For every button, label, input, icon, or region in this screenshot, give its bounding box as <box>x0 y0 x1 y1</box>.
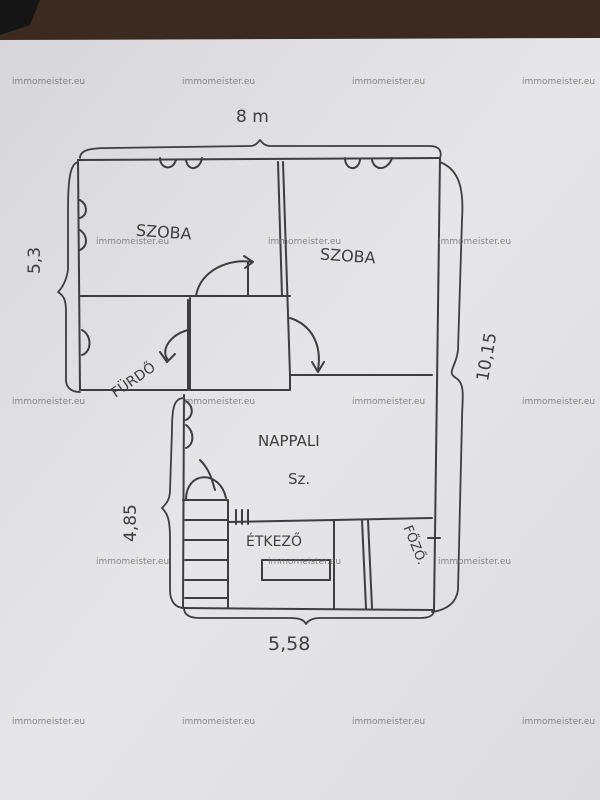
door-arrow-szoba-right <box>311 361 325 373</box>
stairs-outline <box>182 499 229 609</box>
watermark: immomeister.eu <box>438 237 511 247</box>
room-label-nappali-sub: Sz. <box>288 470 310 488</box>
wall-szoba-divider <box>282 161 291 376</box>
door-arrow-bath <box>159 351 176 363</box>
left-dimension-label: 5,3 <box>25 247 45 274</box>
watermark: immomeister.eu <box>182 77 255 87</box>
dining-table <box>261 559 331 581</box>
watermark: immomeister.eu <box>96 237 169 247</box>
watermark: immomeister.eu <box>352 77 425 87</box>
paper-sheet <box>0 38 600 800</box>
watermark: immomeister.eu <box>352 397 425 407</box>
room-label-etkezo: ÉTKEZŐ <box>246 532 302 550</box>
kitchen-wall <box>361 519 373 609</box>
watermark: immomeister.eu <box>12 77 85 87</box>
window-top-right <box>344 157 393 169</box>
wall-top <box>77 157 441 161</box>
watermark-grid: immomeister.eu immomeister.eu immomeiste… <box>12 77 595 727</box>
watermark: immomeister.eu <box>352 717 425 727</box>
watermark: immomeister.eu <box>522 717 595 727</box>
stairs-arrow <box>199 459 216 491</box>
kitchen-counter <box>333 517 433 521</box>
watermark: immomeister.eu <box>12 717 85 727</box>
watermark: immomeister.eu <box>182 397 255 407</box>
door-arc-bath <box>164 329 189 361</box>
wall-lower-left <box>182 394 185 609</box>
watermark: immomeister.eu <box>182 717 255 727</box>
wall-bottom <box>182 607 435 611</box>
bath-fixture <box>81 329 91 356</box>
room-label-szoba-left: SZOBA <box>135 221 192 244</box>
lower-left-dimension-brace <box>161 397 185 609</box>
door-arc-szoba-right <box>289 317 320 371</box>
watermark: immomeister.eu <box>522 397 595 407</box>
window-top-left <box>159 157 203 169</box>
wall-left-upper <box>77 159 81 391</box>
window-lower-left <box>183 399 194 449</box>
lower-left-dimension-label: 4,85 <box>121 504 141 542</box>
left-dimension-brace <box>57 161 81 393</box>
watermark: immomeister.eu <box>268 237 341 247</box>
watermark: immomeister.eu <box>268 557 341 567</box>
wall-szoba-left-right <box>277 161 283 297</box>
room-label-nappali: NAPPALI <box>258 432 320 450</box>
right-dimension-brace <box>431 161 464 613</box>
door-arc-szoba-left <box>195 260 253 297</box>
stairs-steps <box>184 519 229 599</box>
top-dimension-brace <box>79 139 442 159</box>
bottom-dimension-brace <box>183 607 435 625</box>
hallway <box>189 297 433 391</box>
room-label-szoba-right: SZOBA <box>319 245 376 268</box>
dining-lines <box>235 509 249 525</box>
bottom-dimension-label: 5,58 <box>268 633 310 655</box>
wall-right <box>433 157 441 611</box>
top-dimension-label: 8 m <box>236 107 269 127</box>
window-left <box>79 199 87 251</box>
watermark: immomeister.eu <box>96 557 169 567</box>
watermark: immomeister.eu <box>438 557 511 567</box>
watermark: immomeister.eu <box>12 397 85 407</box>
watermark: immomeister.eu <box>522 77 595 87</box>
floor-plan-sketch <box>57 139 464 625</box>
stairs-arc <box>185 476 227 501</box>
corner-object <box>0 0 40 35</box>
